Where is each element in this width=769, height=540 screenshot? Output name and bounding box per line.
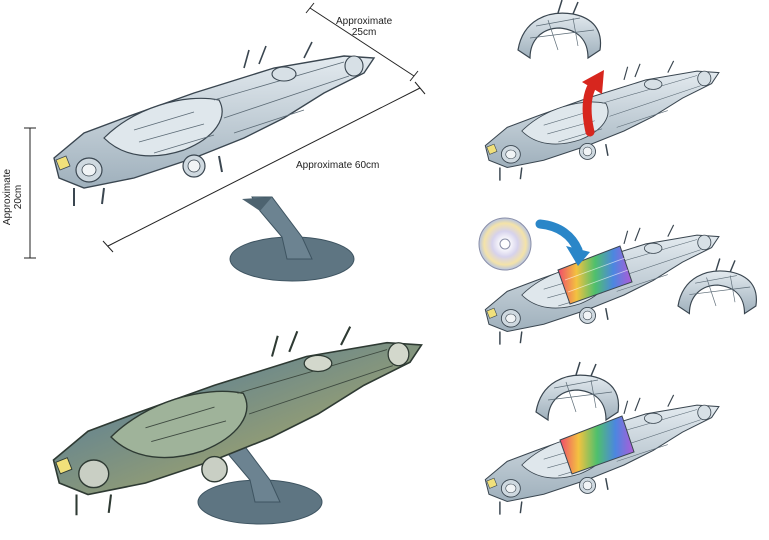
- length-dimension-line: [102, 81, 426, 253]
- red-curved-arrow-icon: [582, 70, 604, 137]
- step2-disc-bay: [557, 245, 633, 305]
- width-label: Approximate 25cm: [336, 16, 392, 38]
- width-label-line1: Approximate: [336, 16, 393, 27]
- height-dimension-line: [24, 127, 36, 259]
- ship-top-view: [53, 41, 375, 207]
- step3-disc-bay: [559, 415, 635, 475]
- width-label-line2: 25cm: [351, 27, 377, 38]
- ship-painted: [52, 326, 423, 516]
- step1-dome: [517, 0, 602, 59]
- blue-curved-arrow-icon: [535, 219, 590, 266]
- height-label-line1: Approximate: [2, 168, 13, 226]
- height-label-line2: 20cm: [13, 184, 24, 210]
- height-label: Approximate 20cm: [2, 162, 24, 232]
- step3-dome: [535, 361, 620, 421]
- length-label: Approximate 60cm: [296, 160, 380, 171]
- cd-disc-icon: [478, 217, 532, 271]
- width-dimension-line: [305, 2, 419, 82]
- step2-dome: [677, 257, 758, 315]
- display-stand: [229, 196, 355, 282]
